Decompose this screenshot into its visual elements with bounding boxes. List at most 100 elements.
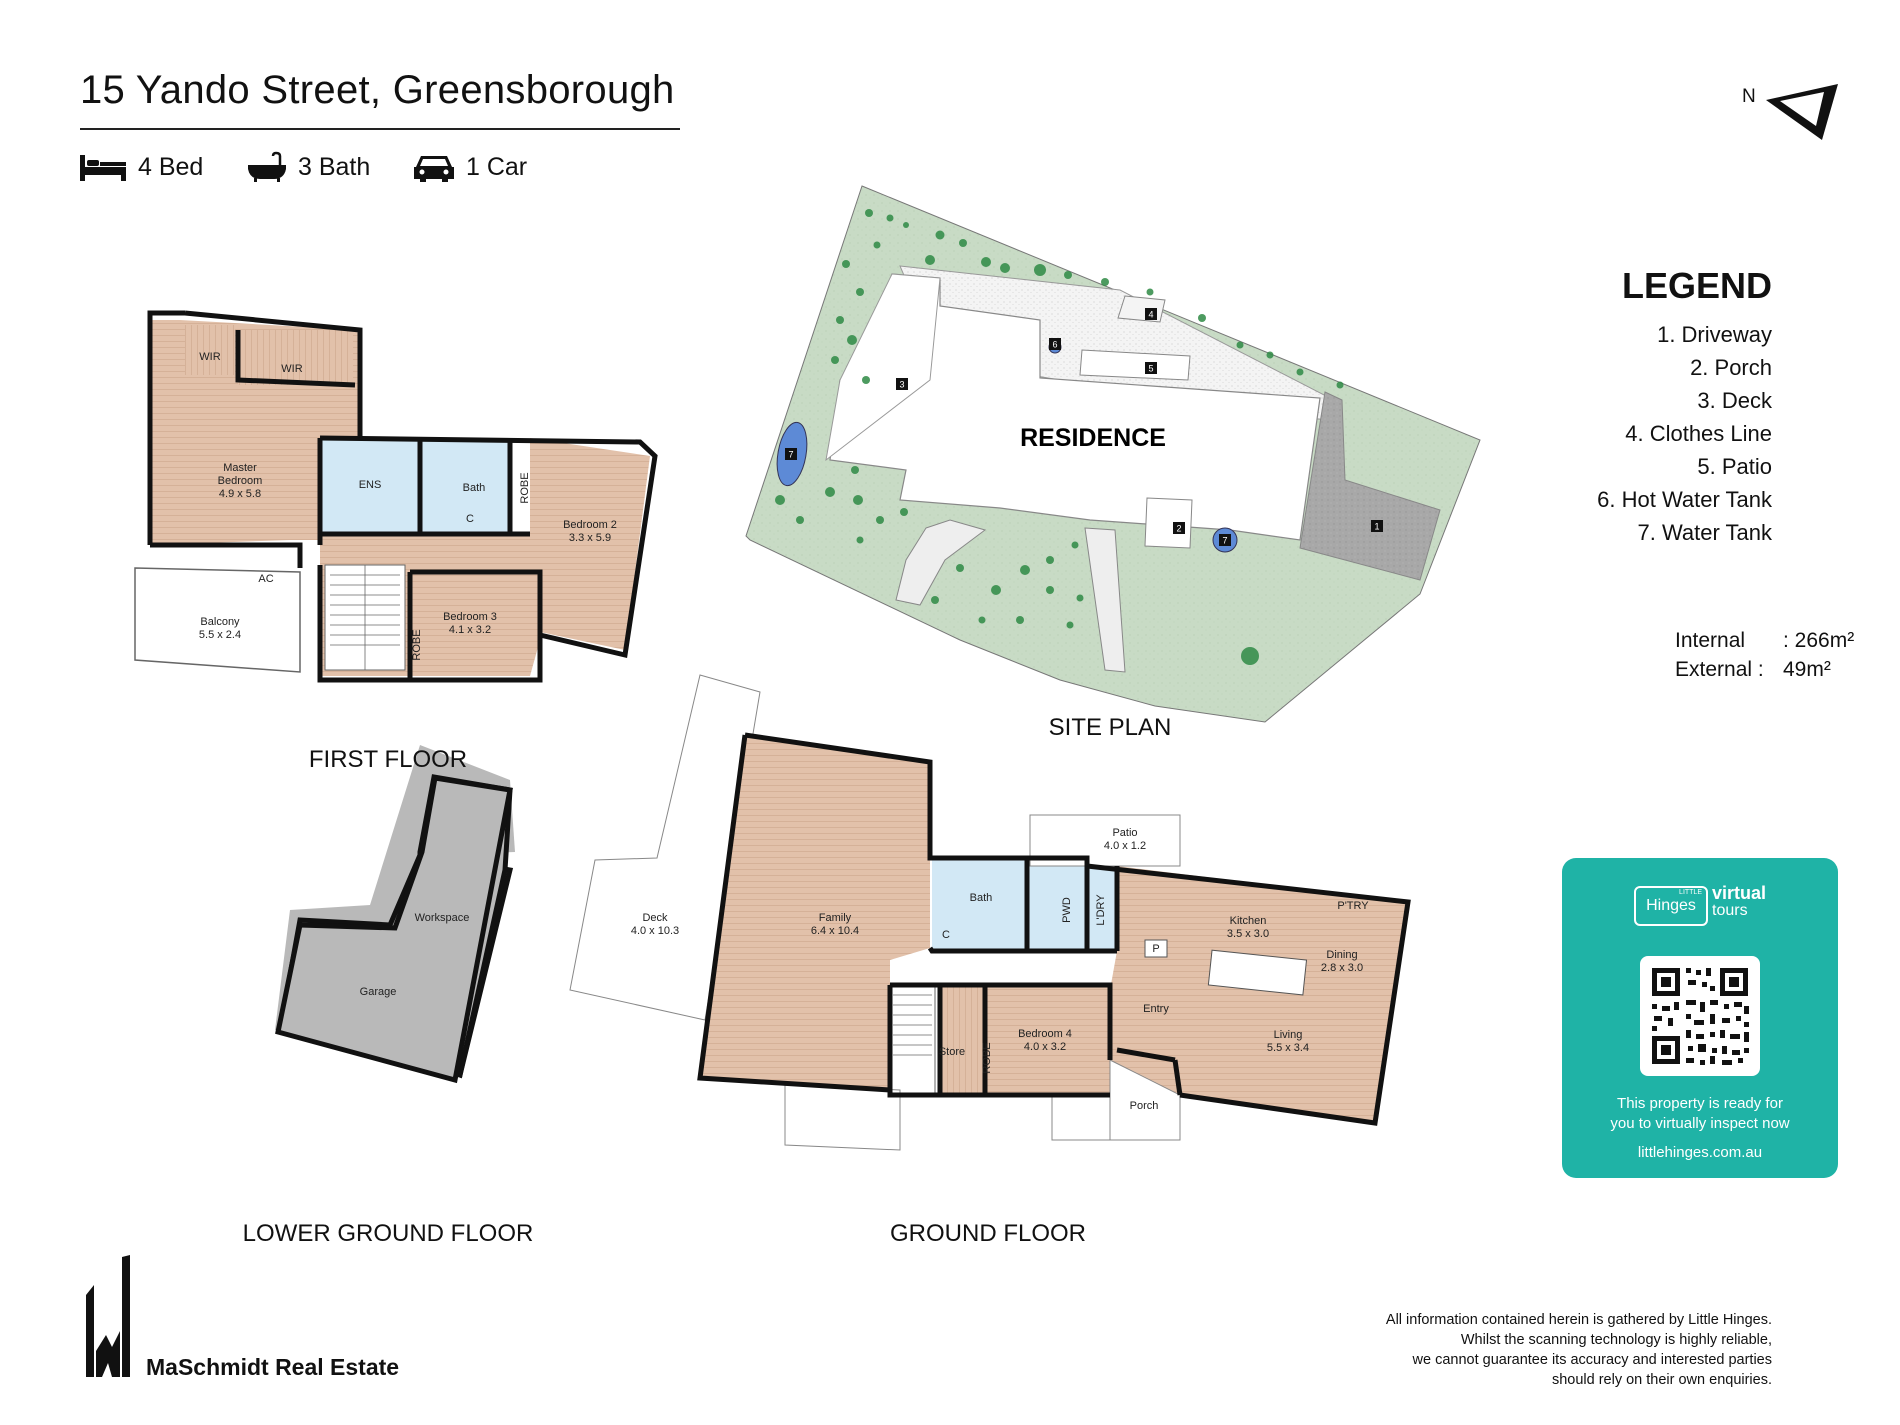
stair-path	[1084, 527, 1126, 673]
bath-icon	[248, 151, 286, 182]
marker-3: 3	[899, 380, 904, 390]
lgf-garage: Garage	[360, 986, 397, 998]
disclaimer-line: Whilst the scanning technology is highly…	[1460, 1332, 1772, 1348]
ff-wir2: WIR	[281, 363, 302, 375]
patio-gf	[1029, 814, 1181, 867]
first-floor-plan: WIR WIR ENS Bath AC C ROBE ROBE	[134, 310, 658, 683]
legend-item: 5. Patio	[1697, 454, 1772, 479]
ff-ac: AC	[258, 573, 273, 585]
page-title: 15 Yando Street, Greensborough	[80, 68, 675, 112]
gf-c: C	[942, 929, 950, 941]
gf-kitchen-label: Kitchen 3.5 x 3.0	[1226, 915, 1270, 940]
external-value: 49m²	[1783, 658, 1831, 681]
clothes-line-steps	[1117, 295, 1166, 323]
gf-porch: Porch	[1130, 1100, 1159, 1112]
driveway	[1299, 391, 1441, 581]
bath-count: 3 Bath	[298, 152, 371, 181]
marker-1: 1	[1374, 522, 1379, 532]
ground-floor-plan: Bath PWD L'DRY P'TRY P Entry Store ROBE …	[569, 674, 1411, 1151]
stair-treads-gf	[893, 994, 932, 1056]
legend-item: 4. Clothes Line	[1625, 421, 1772, 446]
agency-name: MaSchmidt Real Estate	[146, 1354, 400, 1380]
virtual-tour-card[interactable]: LITTLE Hinges virtual tours	[1562, 858, 1838, 1178]
north-arrow-icon	[1766, 84, 1838, 140]
ff-bedroom3-label: Bedroom 3 4.1 x 3.2	[443, 611, 497, 636]
ldry-gf	[1087, 866, 1117, 951]
bed-feature: 4 Bed	[78, 150, 203, 184]
bath-floor	[420, 438, 510, 534]
disclaimer: All information contained herein is gath…	[1386, 1310, 1772, 1390]
car-feature: 1 Car	[412, 150, 527, 184]
ff-master-label: Master Bedroom 4.9 x 5.8	[217, 462, 263, 500]
brand-small: LITTLE	[1679, 889, 1702, 896]
gf-pwd: PWD	[1061, 897, 1073, 923]
gf-deck-label: Deck 4.0 x 10.3	[630, 912, 680, 937]
compass-label: N	[1742, 86, 1756, 107]
promo-line-2: you to virtually inspect now	[1610, 1115, 1790, 1132]
bedroom3-floor	[410, 572, 540, 676]
marker-2: 2	[1176, 524, 1181, 534]
internal-value: : 266m²	[1783, 629, 1855, 652]
marker-7: 7	[788, 450, 793, 460]
bath-feature: 3 Bath	[246, 150, 370, 184]
disclaimer-line: All information contained herein is gath…	[1385, 1312, 1772, 1328]
ff-bedroom2-label: Bedroom 2 3.3 x 5.9	[563, 519, 617, 544]
title-divider	[80, 128, 680, 130]
ff-robe1: ROBE	[519, 472, 531, 503]
gf-robe: ROBE	[981, 1042, 993, 1073]
ground-floor-walls	[697, 732, 1411, 1126]
deck-area	[825, 273, 941, 462]
legend-item: 1. Driveway	[1657, 322, 1772, 347]
gf-ptry: P'TRY	[1337, 900, 1369, 912]
disclaimer-line: should rely on their own enquiries.	[1551, 1372, 1772, 1388]
ff-ens: ENS	[359, 479, 382, 491]
gf-ldry: L'DRY	[1095, 894, 1107, 926]
porch-pad	[1144, 497, 1193, 549]
marker-4: 4	[1148, 310, 1153, 320]
step-gf-porch	[1051, 1094, 1111, 1141]
brand-name: Hinges	[1646, 897, 1696, 914]
lower-ground-outline	[275, 775, 513, 1084]
gf-p: P	[1152, 943, 1159, 955]
external-label: External :	[1675, 658, 1764, 681]
marker-6: 6	[1052, 340, 1057, 350]
first-floor-walls	[147, 310, 658, 683]
gf-family-label: Family 6.4 x 10.4	[810, 912, 860, 937]
lgf-workspace: Workspace	[415, 912, 470, 924]
lower-ground-plan: Workspace Garage	[275, 745, 515, 1084]
internal-label: Internal	[1675, 629, 1746, 652]
qr-code-icon[interactable]	[1640, 956, 1760, 1076]
family-floor	[700, 735, 930, 1090]
wir-a	[185, 325, 235, 375]
legend-heading: LEGEND	[1621, 265, 1772, 306]
site-markers: 1 2 3 4 5 6 7 7	[785, 308, 1383, 546]
curved-steps	[895, 519, 987, 606]
promo-website-link[interactable]: littlehinges.com.au	[1637, 1144, 1763, 1161]
tag-tours: tours	[1712, 902, 1748, 919]
site-plan: 1 2 3 4 5 6 7 7 RESIDENCE	[745, 185, 1481, 723]
legend-item: 6. Hot Water Tank	[1597, 487, 1772, 512]
car-count: 1 Car	[466, 152, 528, 181]
legend-list: 1. Driveway 2. Porch 3. Deck 4. Clothes …	[1597, 318, 1772, 549]
legend-item: 7. Water Tank	[1637, 520, 1772, 545]
pwd-gf	[1027, 858, 1087, 951]
gf-store: Store	[939, 1046, 965, 1058]
lower-ground-floor-label: LOWER GROUND FLOOR	[242, 1220, 534, 1247]
residence-label: RESIDENCE	[1020, 424, 1166, 452]
stairs-gf	[889, 984, 936, 1096]
bed-count: 4 Bed	[138, 152, 204, 181]
bedroom2-floor	[530, 438, 650, 650]
kitchen-living-floor	[1117, 866, 1408, 1123]
wir-b	[238, 330, 353, 385]
bedroom4-floor	[985, 985, 1110, 1095]
gf-bedroom4-label: Bedroom 4 4.0 x 3.2	[1018, 1028, 1072, 1053]
patio-pad	[1079, 349, 1191, 381]
balcony-floor	[134, 567, 301, 673]
stair-treads-ff	[330, 565, 400, 670]
bath-gf	[932, 858, 1027, 951]
gf-entry: Entry	[1143, 1003, 1169, 1015]
disclaimer-line: we cannot guarantee its accuracy and int…	[1412, 1352, 1773, 1368]
step-gf-west	[784, 1084, 901, 1151]
legend-item: 2. Porch	[1690, 355, 1772, 380]
